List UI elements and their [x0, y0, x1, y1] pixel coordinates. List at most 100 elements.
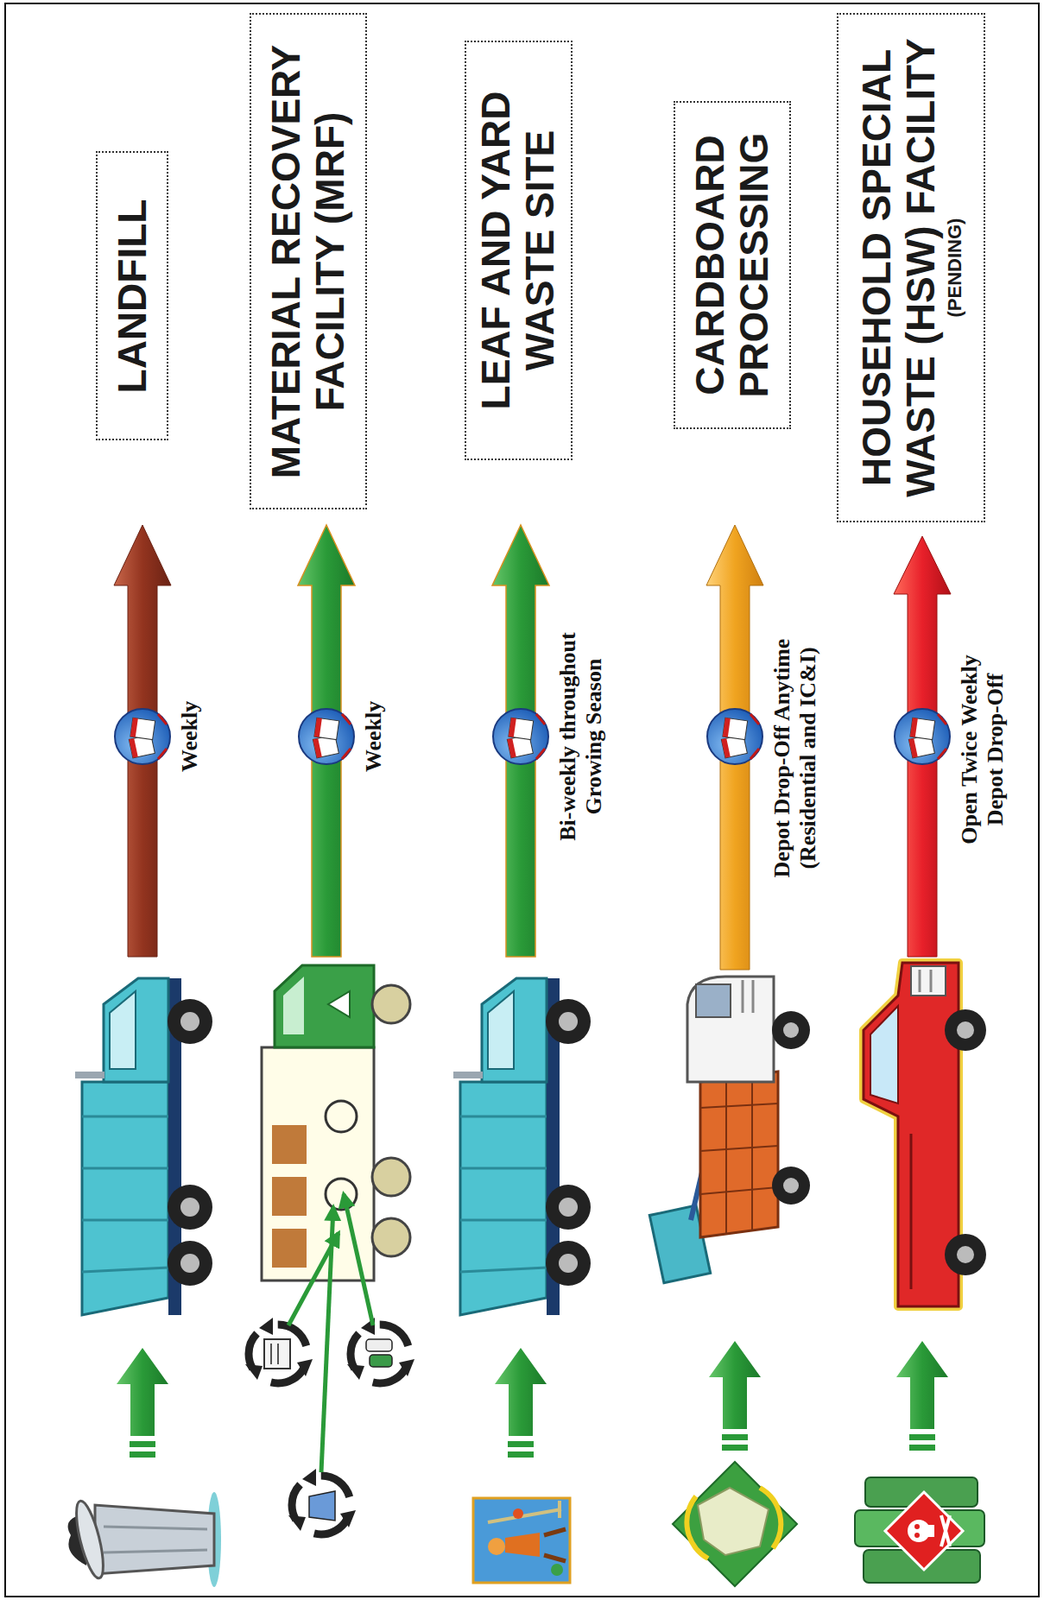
- cardboard-truck: [700, 1145, 779, 1152]
- recycle-paper: [245, 1317, 313, 1384]
- yard-waste-icon: [557, 1500, 562, 1519]
- cardboard-truck: [687, 976, 774, 1082]
- hazardous-drums: [885, 1492, 963, 1570]
- recycling-truck: [372, 1157, 411, 1196]
- hazardous-drums: [914, 1532, 920, 1538]
- recycle-paper: [264, 1339, 291, 1369]
- box-heading: MATERIAL RECOVERY FACILITY (MRF): [264, 25, 352, 499]
- recycling-truck: [272, 1125, 307, 1165]
- destination-box: MATERIAL RECOVERY FACILITY (MRF): [249, 13, 367, 511]
- yard-waste-icon: [505, 1532, 540, 1557]
- recycle-plastic: [288, 1468, 356, 1535]
- garbage-can: [94, 1505, 215, 1575]
- illustration: [75, 978, 213, 1316]
- yard-waste-icon: [487, 1509, 562, 1523]
- destination-box: LANDFILL: [95, 151, 169, 442]
- illustration: [114, 708, 171, 765]
- cardboard-icon: [672, 1461, 798, 1587]
- pickup-truck: [911, 966, 946, 996]
- recycle-paper: [277, 1343, 279, 1365]
- recycle-plastic: [309, 1491, 336, 1521]
- recycle-bottles: [366, 1339, 393, 1352]
- recycle-plastic: [288, 1468, 356, 1535]
- garbage-can: [103, 1526, 208, 1530]
- hazardous-drums: [927, 1524, 935, 1538]
- recycling-truck: [261, 965, 411, 1281]
- flow-arrow: [706, 525, 764, 970]
- recycle-bottles: [369, 1354, 393, 1367]
- schedule-label: Weekly: [177, 701, 203, 772]
- box-heading: HOUSEHOLD SPECIAL WASTE (HSW) FACILITY: [854, 25, 943, 511]
- garbage-can: [68, 1492, 222, 1588]
- pickup-truck: [944, 1233, 987, 1276]
- pickup-truck: [918, 969, 922, 993]
- pickup-truck: [870, 1006, 899, 1104]
- sorting-arrow: [343, 1194, 374, 1326]
- status-note: (PENDING): [943, 218, 967, 318]
- recycling-truck: [325, 1100, 357, 1133]
- recycling-truck: [272, 1228, 307, 1268]
- cardboard-truck: [751, 1075, 753, 1231]
- yard-waste-icon: [544, 1529, 566, 1536]
- hazardous-drums: [941, 1515, 950, 1547]
- recycling-truck: [372, 1218, 411, 1257]
- recycle-paper: [270, 1343, 273, 1365]
- box-heading: LANDFILL: [110, 199, 155, 394]
- destination-box: LEAF AND YARD WASTE SITE: [464, 40, 573, 461]
- cardboard-icon: [697, 1487, 769, 1556]
- cardboard-truck: [649, 976, 810, 1284]
- hazardous-drums: [914, 1524, 920, 1530]
- pickup-truck: [910, 1133, 913, 1290]
- cardboard-truck: [771, 1166, 810, 1205]
- yard-waste-icon: [473, 1498, 570, 1583]
- cardboard-icon: [672, 1461, 798, 1587]
- garbage-can: [103, 1550, 208, 1553]
- yard-waste-icon: [512, 1508, 524, 1519]
- illustration: [453, 978, 591, 1316]
- illustration: [493, 708, 549, 765]
- pickup-truck: [956, 1246, 975, 1264]
- yard-waste-icon: [473, 1498, 570, 1583]
- illustration: [298, 708, 355, 765]
- recycling-truck: [272, 1176, 307, 1216]
- destination-box: CARDBOARD PROCESSING: [673, 101, 791, 430]
- hazardous-drums: [907, 1519, 931, 1543]
- pickup-truck: [863, 962, 987, 1307]
- pickup-truck: [930, 969, 933, 993]
- flow-arrow: [297, 525, 355, 957]
- sorting-arrow: [321, 1207, 334, 1473]
- recycle-bottles: [347, 1317, 415, 1384]
- recycle-paper: [245, 1317, 313, 1384]
- box-heading: CARDBOARD PROCESSING: [688, 113, 776, 418]
- cardboard-truck: [783, 1177, 799, 1194]
- illustration: [894, 708, 950, 765]
- illustration: [708, 1341, 761, 1451]
- recycling-truck: [372, 985, 411, 1024]
- cardboard-truck: [752, 980, 755, 1013]
- cardboard-icon: [686, 1496, 709, 1559]
- cardboard-truck: [725, 1078, 728, 1234]
- yard-waste-icon: [544, 1555, 566, 1562]
- pickup-truck: [863, 962, 959, 1307]
- cardboard-truck: [741, 980, 745, 1013]
- page-frame: [5, 3, 1039, 1597]
- hazardous-drums: [941, 1515, 950, 1547]
- box-heading: LEAF AND YARD WASTE SITE: [474, 52, 562, 449]
- schedule-label: Open Twice Weekly Depot Drop-Off: [956, 636, 1009, 863]
- pickup-truck: [956, 1021, 975, 1039]
- destination-box: HOUSEHOLD SPECIAL WASTE (HSW) FACILITY(P…: [836, 12, 986, 523]
- cardboard-icon: [759, 1487, 781, 1549]
- recycling-truck: [274, 965, 374, 1048]
- recycling-truck: [283, 976, 304, 1035]
- illustration: [116, 1347, 169, 1458]
- recycling-truck: [325, 1178, 357, 1210]
- cardboard-truck: [771, 1011, 810, 1050]
- cardboard-truck: [700, 1187, 779, 1195]
- recycling-truck: [328, 991, 350, 1018]
- recycle-bottles: [347, 1317, 415, 1384]
- yard-waste-icon: [487, 1537, 506, 1556]
- cardboard-truck: [700, 1071, 779, 1238]
- cardboard-truck: [783, 1022, 799, 1038]
- flow-arrow: [113, 525, 171, 957]
- schedule-label: Weekly: [360, 701, 387, 772]
